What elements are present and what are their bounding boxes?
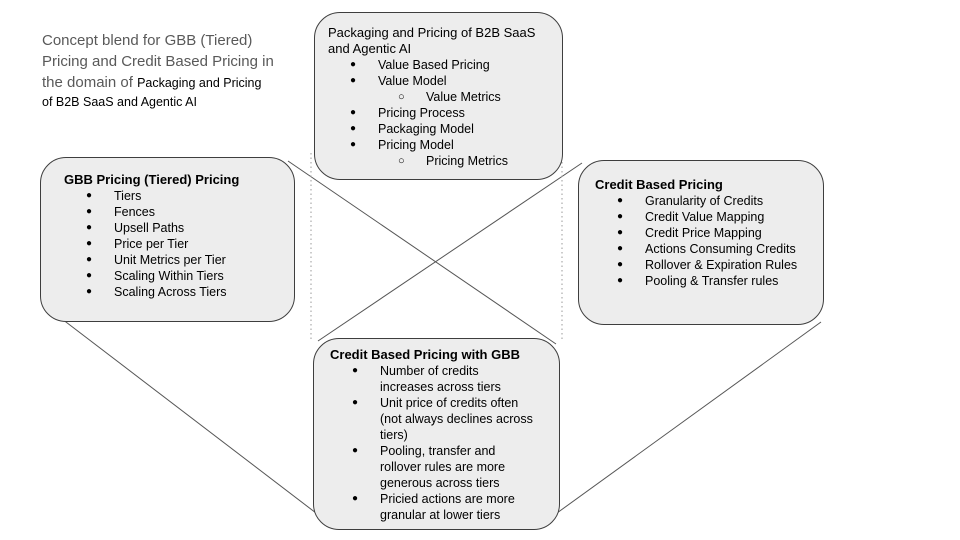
list-item: ● Number of credits increases across tier…: [330, 363, 553, 395]
bullet-icon: ●: [617, 195, 624, 206]
bullet-icon: ●: [617, 259, 624, 270]
list-item-text: Value Model: [378, 74, 447, 88]
list-item: ○ Pricing Metrics: [328, 153, 554, 169]
list-item-text: Unit price of credits often (not always …: [380, 396, 533, 442]
connector-left-bottom-to-blend: [61, 318, 317, 514]
list-item: ● Fences: [64, 204, 286, 220]
bullet-icon: ●: [86, 254, 93, 265]
node-title: Packaging and Pricing of B2B SaaS and Ag…: [328, 25, 536, 56]
list-item-text: Granularity of Credits: [645, 194, 764, 208]
list-item: ● Scaling Across Tiers: [64, 284, 286, 300]
list-item-text: Price per Tier: [114, 237, 189, 251]
list-item: ● Pricied actions are more granular at lo…: [330, 491, 553, 523]
list-item: ● Actions Consuming Credits: [595, 241, 817, 257]
bullet-icon: ●: [352, 445, 359, 456]
list-item: ● Unit price of credits often (not always…: [330, 395, 553, 443]
bullet-icon: ●: [352, 397, 359, 408]
bullet-icon: ●: [350, 107, 357, 118]
node-credit-based-pricing-with-gbb: Credit Based Pricing with GBB ● Number of…: [313, 338, 560, 530]
bullet-icon: ●: [350, 123, 357, 134]
bullet-icon: ●: [86, 190, 93, 201]
connector-right-bottom-to-blend: [556, 321, 822, 514]
bullet-icon: ●: [617, 275, 624, 286]
bullet-list: ● Tiers ● Fences ● Upsell Paths ● Price per Tie…: [64, 188, 286, 300]
list-item-text: Upsell Paths: [114, 221, 185, 235]
list-item: ● Credit Price Mapping: [595, 225, 817, 241]
list-item-text: Actions Consuming Credits: [645, 242, 796, 256]
node-title: GBB Pricing (Tiered) Pricing: [64, 172, 240, 187]
list-item: ● Pooling, transfer and rollover rules ar…: [330, 443, 553, 491]
bullet-icon: ●: [350, 75, 357, 86]
list-item-text: Pricied actions are more granular at low…: [380, 492, 515, 522]
list-item: ● Value Model: [328, 73, 554, 89]
bullet-list: ● Value Based Pricing ● Value Model ○ Value M…: [328, 57, 554, 169]
list-item: ● Unit Metrics per Tier: [64, 252, 286, 268]
heading-domain-text: Packaging and Pricing of B2B SaaS and Ag…: [42, 76, 262, 109]
bullet-icon: ●: [86, 222, 93, 233]
list-item: ● Pricing Process: [328, 105, 554, 121]
list-item: ● Pooling & Transfer rules: [595, 273, 817, 289]
node-title: Credit Based Pricing: [595, 177, 723, 192]
list-item-text: Packaging Model: [378, 122, 474, 136]
node-gbb-tiered-pricing: GBB Pricing (Tiered) Pricing ● Tiers ● Fenc…: [40, 157, 295, 322]
bullet-icon: ●: [86, 238, 93, 249]
list-item-text: Value Based Pricing: [378, 58, 490, 72]
bullet-icon: ●: [86, 206, 93, 217]
list-item: ● Rollover & Expiration Rules: [595, 257, 817, 273]
bullet-list: ● Granularity of Credits ● Credit Value Map…: [595, 193, 817, 289]
node-packaging-pricing-domain: Packaging and Pricing of B2B SaaS and Ag…: [314, 12, 563, 180]
list-item: ● Granularity of Credits: [595, 193, 817, 209]
list-item-text: Number of credits increases across tiers: [380, 364, 501, 394]
bullet-icon: ●: [617, 211, 624, 222]
list-item-text: Scaling Across Tiers: [114, 285, 227, 299]
bullet-icon: ●: [86, 286, 93, 297]
bullet-icon: ●: [352, 365, 359, 376]
list-item-text: Credit Price Mapping: [645, 226, 762, 240]
list-item: ○ Value Metrics: [328, 89, 554, 105]
list-item: ● Credit Value Mapping: [595, 209, 817, 225]
bullet-icon: ●: [350, 139, 357, 150]
list-item: ● Price per Tier: [64, 236, 286, 252]
list-item-text: Unit Metrics per Tier: [114, 253, 226, 267]
connector-right-top-to-blend: [317, 162, 583, 342]
bullet-icon: ●: [617, 243, 624, 254]
sub-bullet-icon: ○: [398, 91, 405, 103]
list-item-text: Pooling & Transfer rules: [645, 274, 779, 288]
list-item-text: Rollover & Expiration Rules: [645, 258, 798, 272]
list-item-text: Value Metrics: [426, 90, 501, 104]
list-item-text: Scaling Within Tiers: [114, 269, 224, 283]
list-item-text: Pricing Metrics: [426, 154, 508, 168]
sub-bullet-icon: ○: [398, 155, 405, 167]
list-item-text: Pooling, transfer and rollover rules are…: [380, 444, 506, 490]
bullet-icon: ●: [86, 270, 93, 281]
list-item-text: Tiers: [114, 189, 142, 203]
list-item: ● Tiers: [64, 188, 286, 204]
node-title: Credit Based Pricing with GBB: [330, 347, 520, 362]
bullet-icon: ●: [617, 227, 624, 238]
list-item-text: Fences: [114, 205, 155, 219]
node-credit-based-pricing: Credit Based Pricing ● Granularity of Cre…: [578, 160, 824, 325]
list-item: ● Packaging Model: [328, 121, 554, 137]
list-item: ● Upsell Paths: [64, 220, 286, 236]
heading-gray-text: Concept blend for GBB (Tiered) Pricing a…: [42, 32, 274, 91]
connector-left-top-to-blend: [287, 160, 557, 345]
bullet-icon: ●: [350, 59, 357, 70]
list-item-text: Pricing Model: [378, 138, 454, 152]
list-item: ● Pricing Model: [328, 137, 554, 153]
bullet-icon: ●: [352, 493, 359, 504]
list-item-text: Credit Value Mapping: [645, 210, 765, 224]
diagram-heading: Concept blend for GBB (Tiered) Pricing a…: [42, 30, 275, 111]
list-item: ● Value Based Pricing: [328, 57, 554, 73]
bullet-list: ● Number of credits increases across tier…: [330, 363, 553, 523]
list-item-text: Pricing Process: [378, 106, 465, 120]
list-item: ● Scaling Within Tiers: [64, 268, 286, 284]
